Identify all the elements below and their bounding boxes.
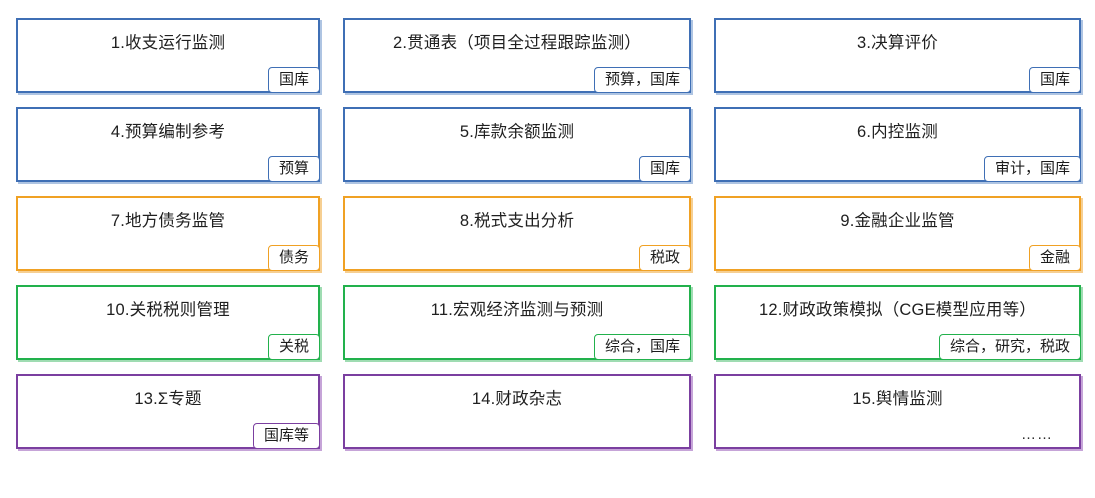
card-title: 7.地方债务监管 bbox=[110, 212, 226, 230]
card-tag[interactable]: 预算，国库 bbox=[593, 67, 691, 93]
card-title: 1.收支运行监测 bbox=[110, 34, 226, 52]
card-6[interactable]: 6.内控监测 审计，国库 bbox=[714, 107, 1081, 182]
card-9[interactable]: 9.金融企业监管 金融 bbox=[714, 196, 1081, 271]
card-title: 12.财政政策模拟（CGE模型应用等） bbox=[759, 301, 1036, 319]
card-title: 2.贯通表（项目全过程跟踪监测） bbox=[393, 34, 641, 52]
card-12[interactable]: 12.财政政策模拟（CGE模型应用等） 综合，研究，税政 bbox=[714, 285, 1081, 360]
card-2[interactable]: 2.贯通表（项目全过程跟踪监测） 预算，国库 bbox=[343, 18, 691, 93]
card-tag[interactable]: 国库 bbox=[638, 156, 691, 182]
card-tag[interactable]: 国库 bbox=[267, 67, 320, 93]
card-tag[interactable]: 金融 bbox=[1028, 245, 1081, 271]
card-11[interactable]: 11.宏观经济监测与预测 综合，国库 bbox=[343, 285, 691, 360]
card-row-5: 13.Σ专题 国库等 14.财政杂志 15.舆情监测 …… bbox=[16, 374, 1081, 449]
card-tag[interactable]: 综合，国库 bbox=[593, 334, 691, 360]
card-row-4: 10.关税税则管理 关税 11.宏观经济监测与预测 综合，国库 12.财政政策模… bbox=[16, 285, 1081, 360]
card-title: 11.宏观经济监测与预测 bbox=[430, 301, 604, 319]
card-8[interactable]: 8.税式支出分析 税政 bbox=[343, 196, 691, 271]
card-tag[interactable]: 国库等 bbox=[252, 423, 320, 449]
card-tag[interactable]: 预算 bbox=[267, 156, 320, 182]
card-tag[interactable]: 综合，研究，税政 bbox=[938, 334, 1081, 360]
card-7[interactable]: 7.地方债务监管 债务 bbox=[16, 196, 320, 271]
card-tag[interactable]: 债务 bbox=[267, 245, 320, 271]
card-title: 4.预算编制参考 bbox=[110, 123, 226, 141]
card-row-2: 4.预算编制参考 预算 5.库款余额监测 国库 6.内控监测 审计，国库 bbox=[16, 107, 1081, 182]
card-15[interactable]: 15.舆情监测 …… bbox=[714, 374, 1081, 449]
card-tag[interactable]: 税政 bbox=[638, 245, 691, 271]
card-13[interactable]: 13.Σ专题 国库等 bbox=[16, 374, 320, 449]
card-title: 10.关税税则管理 bbox=[106, 301, 230, 319]
card-tag[interactable]: 国库 bbox=[1028, 67, 1081, 93]
card-title: 9.金融企业监管 bbox=[840, 212, 955, 230]
card-10[interactable]: 10.关税税则管理 关税 bbox=[16, 285, 320, 360]
card-title: 15.舆情监测 bbox=[852, 390, 943, 408]
card-3[interactable]: 3.决算评价 国库 bbox=[714, 18, 1081, 93]
card-title: 5.库款余额监测 bbox=[459, 123, 575, 141]
card-row-1: 1.收支运行监测 国库 2.贯通表（项目全过程跟踪监测） 预算，国库 3.决算评… bbox=[16, 18, 1081, 93]
card-4[interactable]: 4.预算编制参考 预算 bbox=[16, 107, 320, 182]
card-title: 13.Σ专题 bbox=[134, 390, 202, 408]
card-14[interactable]: 14.财政杂志 bbox=[343, 374, 691, 449]
card-tag[interactable]: 审计，国库 bbox=[983, 156, 1081, 182]
card-row-3: 7.地方债务监管 债务 8.税式支出分析 税政 9.金融企业监管 金融 bbox=[16, 196, 1081, 271]
card-title: 8.税式支出分析 bbox=[459, 212, 575, 230]
card-title: 6.内控监测 bbox=[857, 123, 938, 141]
card-title: 3.决算评价 bbox=[857, 34, 938, 52]
card-5[interactable]: 5.库款余额监测 国库 bbox=[343, 107, 691, 182]
card-title: 14.财政杂志 bbox=[471, 390, 563, 408]
ellipsis-indicator: …… bbox=[1021, 426, 1053, 443]
card-tag[interactable]: 关税 bbox=[267, 334, 320, 360]
card-1[interactable]: 1.收支运行监测 国库 bbox=[16, 18, 320, 93]
